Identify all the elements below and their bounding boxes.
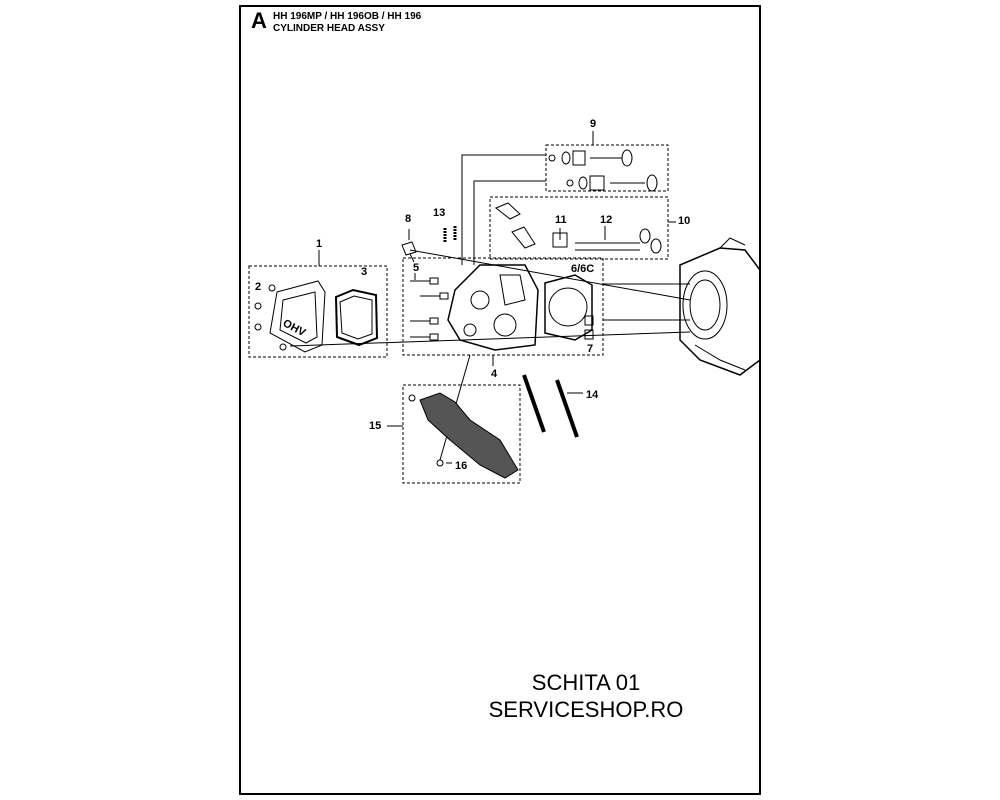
callout-7: 7 bbox=[587, 343, 594, 355]
group-box-valves bbox=[545, 144, 669, 192]
callout-8: 8 bbox=[405, 213, 412, 225]
ohv-marking: OHV bbox=[281, 317, 308, 339]
callout-6-6c: 6/6C bbox=[571, 263, 595, 275]
group-box-deflector bbox=[402, 384, 521, 484]
engine-block bbox=[679, 237, 761, 376]
callout-5: 5 bbox=[413, 262, 420, 274]
diagram-frame bbox=[239, 5, 761, 795]
callout-2: 2 bbox=[255, 281, 262, 293]
deflector-shape bbox=[419, 392, 519, 479]
callout-14: 14 bbox=[586, 389, 599, 401]
callout-10: 10 bbox=[678, 215, 691, 227]
footer-site-label: SERVICESHOP.RO bbox=[488, 697, 684, 722]
callout-1: 1 bbox=[316, 238, 323, 250]
callout-9: 9 bbox=[590, 118, 597, 130]
rocker-cover-shape bbox=[269, 280, 326, 353]
callout-15: 15 bbox=[369, 420, 382, 432]
callout-12: 12 bbox=[600, 214, 613, 226]
callout-3: 3 bbox=[361, 266, 368, 278]
cylinder-head-shape bbox=[447, 264, 539, 351]
callout-4: 4 bbox=[491, 368, 498, 380]
head-bolts bbox=[410, 277, 449, 341]
callout-11: 11 bbox=[555, 214, 567, 226]
group-box-cylinder-head bbox=[402, 257, 604, 356]
assembly-title: CYLINDER HEAD ASSY bbox=[273, 23, 385, 34]
model-list: HH 196MP / HH 196OB / HH 196 bbox=[273, 11, 422, 22]
section-letter: A bbox=[251, 8, 267, 33]
rocker-arms bbox=[495, 202, 662, 254]
valve-assemblies bbox=[548, 149, 658, 192]
gasket-shape bbox=[334, 288, 379, 347]
callout-16: 16 bbox=[455, 460, 468, 472]
callout-13: 13 bbox=[433, 207, 446, 219]
footer-scheme-label: SCHITA 01 bbox=[531, 670, 641, 695]
group-box-rocker-cover bbox=[248, 265, 388, 358]
